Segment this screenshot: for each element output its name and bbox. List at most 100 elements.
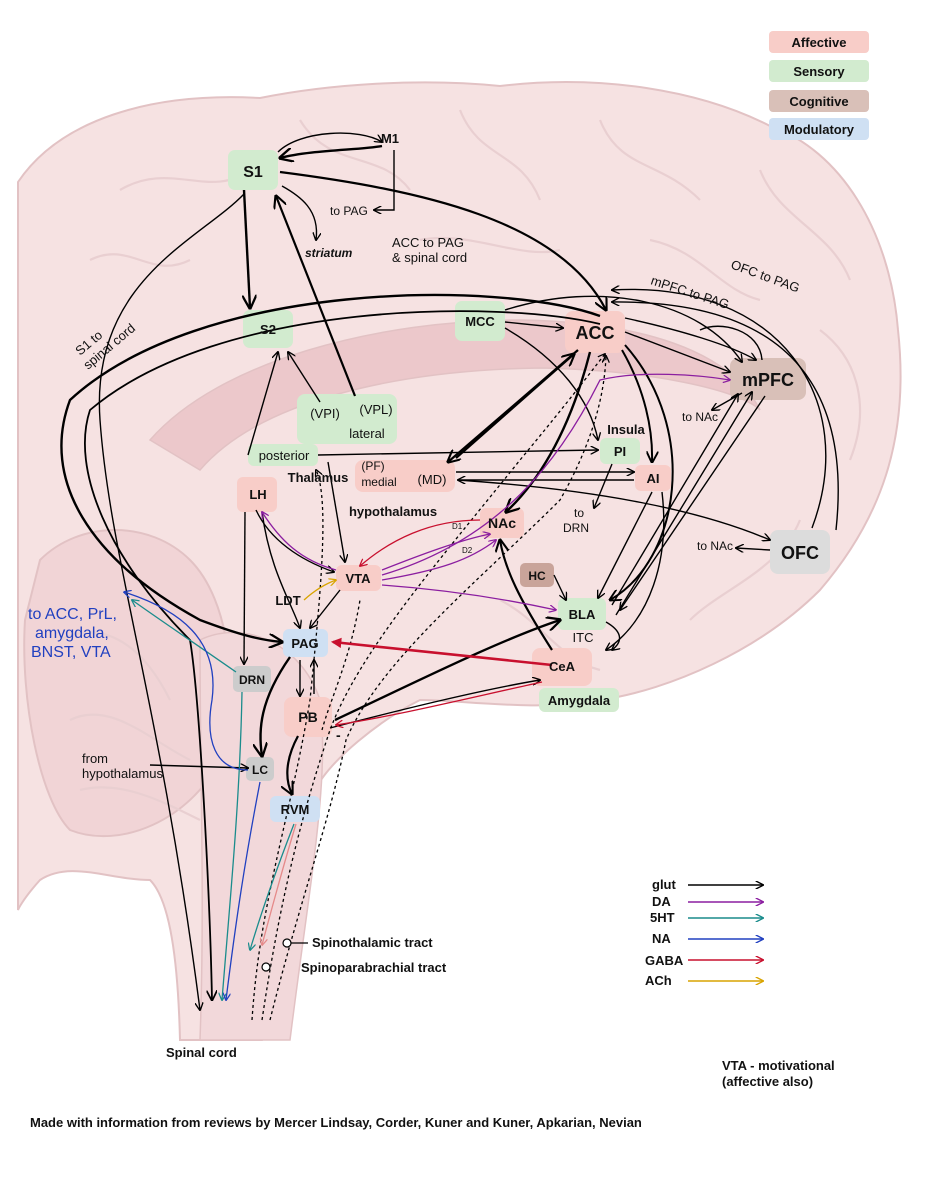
node-vta: VTA xyxy=(345,571,371,586)
acc-box xyxy=(565,311,625,353)
pag-box xyxy=(283,629,328,657)
node-labels: S1 M1 S2 MCC ACC mPFC OFC Insula PI AI (… xyxy=(239,131,819,817)
label-striatum: striatum xyxy=(305,246,353,260)
legend-cognitive-swatch xyxy=(769,90,869,112)
node-lateral: lateral xyxy=(349,426,385,441)
node-md: (MD) xyxy=(418,472,447,487)
legend-5ht: 5HT xyxy=(650,910,675,925)
node-ai: AI xyxy=(647,471,660,486)
na-pathways xyxy=(124,592,261,1000)
label-d2: D2 xyxy=(462,546,473,555)
node-mcc: MCC xyxy=(465,314,495,329)
mpfc-box xyxy=(730,358,806,400)
node-itc: ITC xyxy=(573,630,594,645)
vta-note-line2: (affective also) xyxy=(722,1074,814,1089)
legend-affective: Affective xyxy=(792,35,847,50)
node-pf: (PF) xyxy=(361,459,384,473)
legend-gaba: GABA xyxy=(645,953,684,968)
legend-na: NA xyxy=(652,931,671,946)
label-to-acc-2: amygdala, xyxy=(35,625,109,642)
da-pathways xyxy=(262,373,730,610)
label-acc-to-pag-2: & spinal cord xyxy=(392,250,467,265)
legend-cognitive: Cognitive xyxy=(789,94,848,109)
label-d1: D1 xyxy=(452,522,463,531)
node-mpfc: mPFC xyxy=(742,370,794,390)
ascending-tracts xyxy=(251,354,606,1021)
ai-box xyxy=(635,465,671,491)
node-s1: S1 xyxy=(243,164,263,181)
label-from-hyp-1: from xyxy=(82,751,108,766)
node-lc: LC xyxy=(252,763,268,777)
s2-box xyxy=(243,310,293,348)
node-pb: PB xyxy=(298,709,317,725)
node-pi: PI xyxy=(614,444,626,459)
spinoparabrachial-marker xyxy=(261,962,271,972)
lh-box xyxy=(237,477,277,512)
label-to: to xyxy=(574,506,584,520)
pi-box xyxy=(600,438,640,464)
ach-pathway xyxy=(303,580,336,601)
legend-modulatory-swatch xyxy=(769,118,869,140)
node-bla: BLA xyxy=(569,607,596,622)
spinothalamic-marker xyxy=(282,938,292,948)
salmon-pathway xyxy=(262,823,297,945)
gaba-pathways xyxy=(330,519,553,725)
node-hc: HC xyxy=(528,569,546,583)
node-boxes xyxy=(228,150,830,822)
glut-pathways xyxy=(60,132,839,1010)
legend-sensory-swatch xyxy=(769,60,869,82)
label-spinothalamic: Spinothalamic tract xyxy=(312,935,433,950)
legend-sensory: Sensory xyxy=(793,64,845,79)
bla-box xyxy=(558,598,606,630)
legend-glut: glut xyxy=(652,877,676,892)
node-s2: S2 xyxy=(260,322,276,337)
category-legend: Affective Sensory Cognitive Modulatory xyxy=(769,31,869,140)
node-rvm: RVM xyxy=(281,802,310,817)
node-ldt: LDT xyxy=(275,593,300,608)
drn-box xyxy=(233,666,271,692)
node-nac: NAc xyxy=(488,515,516,531)
node-vpl: (VPL) xyxy=(359,402,392,417)
legend-ach: ACh xyxy=(645,973,672,988)
node-lh: LH xyxy=(249,487,266,502)
label-to-acc-1: to ACC, PrL, xyxy=(28,606,117,623)
nac-box xyxy=(480,508,524,538)
label-minus: - xyxy=(336,727,341,743)
node-hypothalamus: hypothalamus xyxy=(349,504,437,519)
label-acc-to-pag-1: ACC to PAG xyxy=(392,235,464,250)
node-vpi: (VPI) xyxy=(310,406,340,421)
brainstem xyxy=(199,631,324,1041)
5ht-pathways xyxy=(132,600,295,1000)
node-acc: ACC xyxy=(576,323,615,343)
label-spinoparabrachial: Spinoparabrachial tract xyxy=(301,960,447,975)
node-posterior: posterior xyxy=(259,448,310,463)
legend-da: DA xyxy=(652,894,671,909)
s1-box xyxy=(228,150,278,190)
label-from-hyp-2: hypothalamus xyxy=(82,766,163,781)
node-pag: PAG xyxy=(291,636,318,651)
vta-note-line1: VTA - motivational xyxy=(722,1058,835,1073)
node-ofc: OFC xyxy=(781,543,819,563)
label-to-nac-mpfc: to NAc xyxy=(682,410,718,424)
node-drn: DRN xyxy=(239,673,265,687)
spinal-cord-label: Spinal cord xyxy=(166,1045,237,1060)
label-drn: DRN xyxy=(563,521,589,535)
node-medial: medial xyxy=(361,475,396,489)
node-m1: M1 xyxy=(381,131,399,146)
arrow-legend: glut DA 5HT NA GABA ACh xyxy=(645,877,763,988)
node-cea: CeA xyxy=(549,659,576,674)
thal-lateral-box xyxy=(297,394,397,444)
node-amygdala: Amygdala xyxy=(548,693,611,708)
legend-affective-swatch xyxy=(769,31,869,53)
node-thalamus: Thalamus xyxy=(288,470,349,485)
credits: Made with information from reviews by Me… xyxy=(30,1115,642,1130)
pb-box xyxy=(284,697,332,737)
ofc-box xyxy=(770,530,830,574)
amygdala-box xyxy=(539,688,619,712)
label-to-nac-ofc: to NAc xyxy=(697,539,733,553)
label-to-pag: to PAG xyxy=(330,204,368,218)
hc-box xyxy=(520,563,554,587)
cea-box xyxy=(532,648,592,686)
